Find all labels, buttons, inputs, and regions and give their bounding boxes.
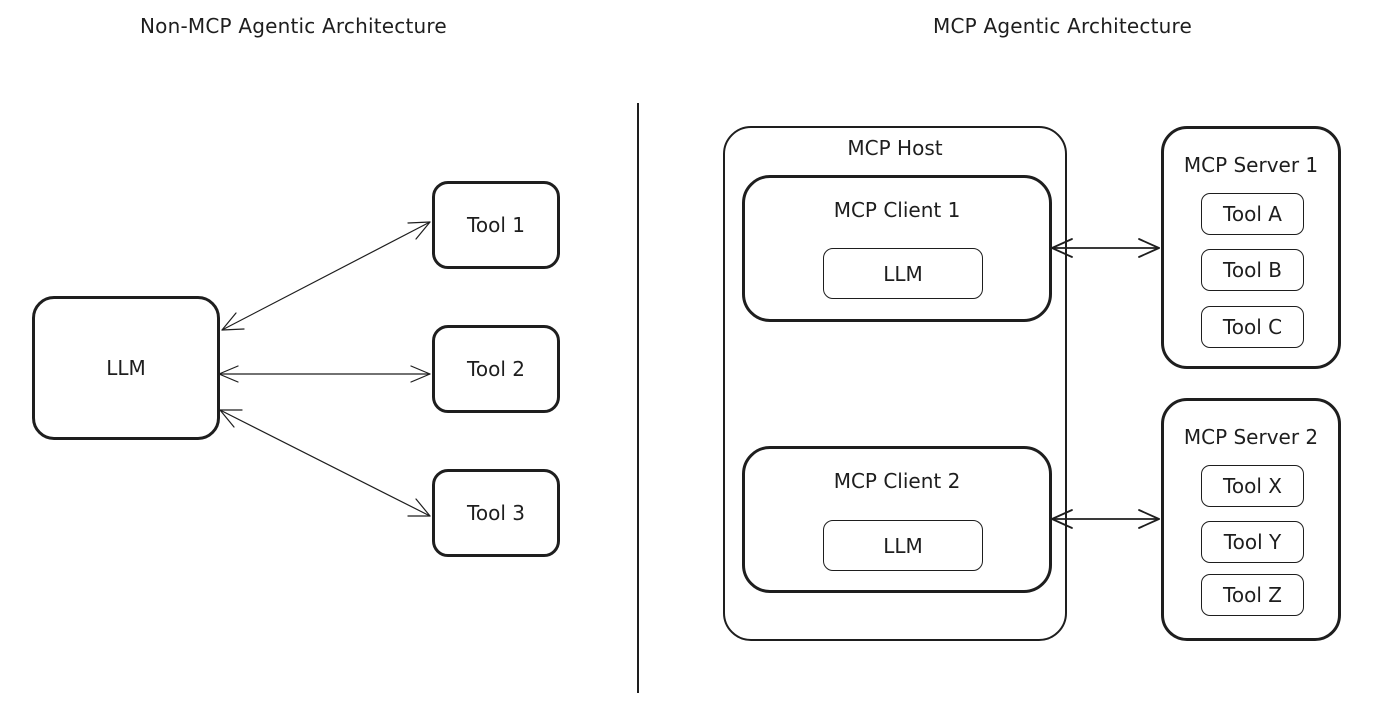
llm-tool-1-arrow xyxy=(221,221,431,331)
left-panel-title: Non-MCP Agentic Architecture xyxy=(140,14,447,38)
client-1-llm-box: LLM xyxy=(823,248,983,299)
tool-c-box: Tool C xyxy=(1201,306,1304,348)
tool-1-box: Tool 1 xyxy=(432,181,560,269)
mcp-server-2-label: MCP Server 2 xyxy=(1183,425,1319,449)
tool-b-box: Tool B xyxy=(1201,249,1304,291)
client-2-llm-box: LLM xyxy=(823,520,983,571)
client-1-server-1-arrow xyxy=(1051,238,1160,258)
mcp-host-label: MCP Host xyxy=(847,136,943,160)
tool-2-label: Tool 2 xyxy=(467,357,525,381)
mcp-client-1-box: MCP Client 1 LLM xyxy=(742,175,1052,322)
tool-z-label: Tool Z xyxy=(1223,583,1282,607)
tool-x-label: Tool X xyxy=(1223,474,1282,498)
tool-x-box: Tool X xyxy=(1201,465,1304,507)
tool-c-label: Tool C xyxy=(1222,315,1283,339)
llm-box: LLM xyxy=(32,296,220,440)
llm-label: LLM xyxy=(106,356,146,380)
client-1-llm-label: LLM xyxy=(883,261,923,286)
tool-3-box: Tool 3 xyxy=(432,469,560,557)
right-panel-title: MCP Agentic Architecture xyxy=(933,14,1192,38)
mcp-server-1-box: MCP Server 1 Tool A Tool B Tool C xyxy=(1161,126,1341,369)
tool-3-label: Tool 3 xyxy=(467,501,525,525)
tool-b-label: Tool B xyxy=(1223,258,1282,282)
mcp-client-1-label: MCP Client 1 xyxy=(833,198,961,222)
tool-z-box: Tool Z xyxy=(1201,574,1304,616)
panel-divider xyxy=(637,103,639,693)
mcp-client-2-box: MCP Client 2 LLM xyxy=(742,446,1052,593)
mcp-server-1-label: MCP Server 1 xyxy=(1183,153,1319,177)
tool-y-label: Tool Y xyxy=(1223,530,1282,554)
tool-1-label: Tool 1 xyxy=(467,213,525,237)
client-2-llm-label: LLM xyxy=(883,533,923,558)
mcp-server-2-box: MCP Server 2 Tool X Tool Y Tool Z xyxy=(1161,398,1341,641)
tool-2-box: Tool 2 xyxy=(432,325,560,413)
tool-y-box: Tool Y xyxy=(1201,521,1304,563)
tool-a-box: Tool A xyxy=(1201,193,1304,235)
llm-tool-3-arrow xyxy=(219,409,431,517)
tool-a-label: Tool A xyxy=(1223,202,1282,226)
client-2-server-2-arrow xyxy=(1051,509,1160,529)
mcp-client-2-label: MCP Client 2 xyxy=(833,469,961,493)
llm-tool-2-arrow xyxy=(218,365,431,383)
